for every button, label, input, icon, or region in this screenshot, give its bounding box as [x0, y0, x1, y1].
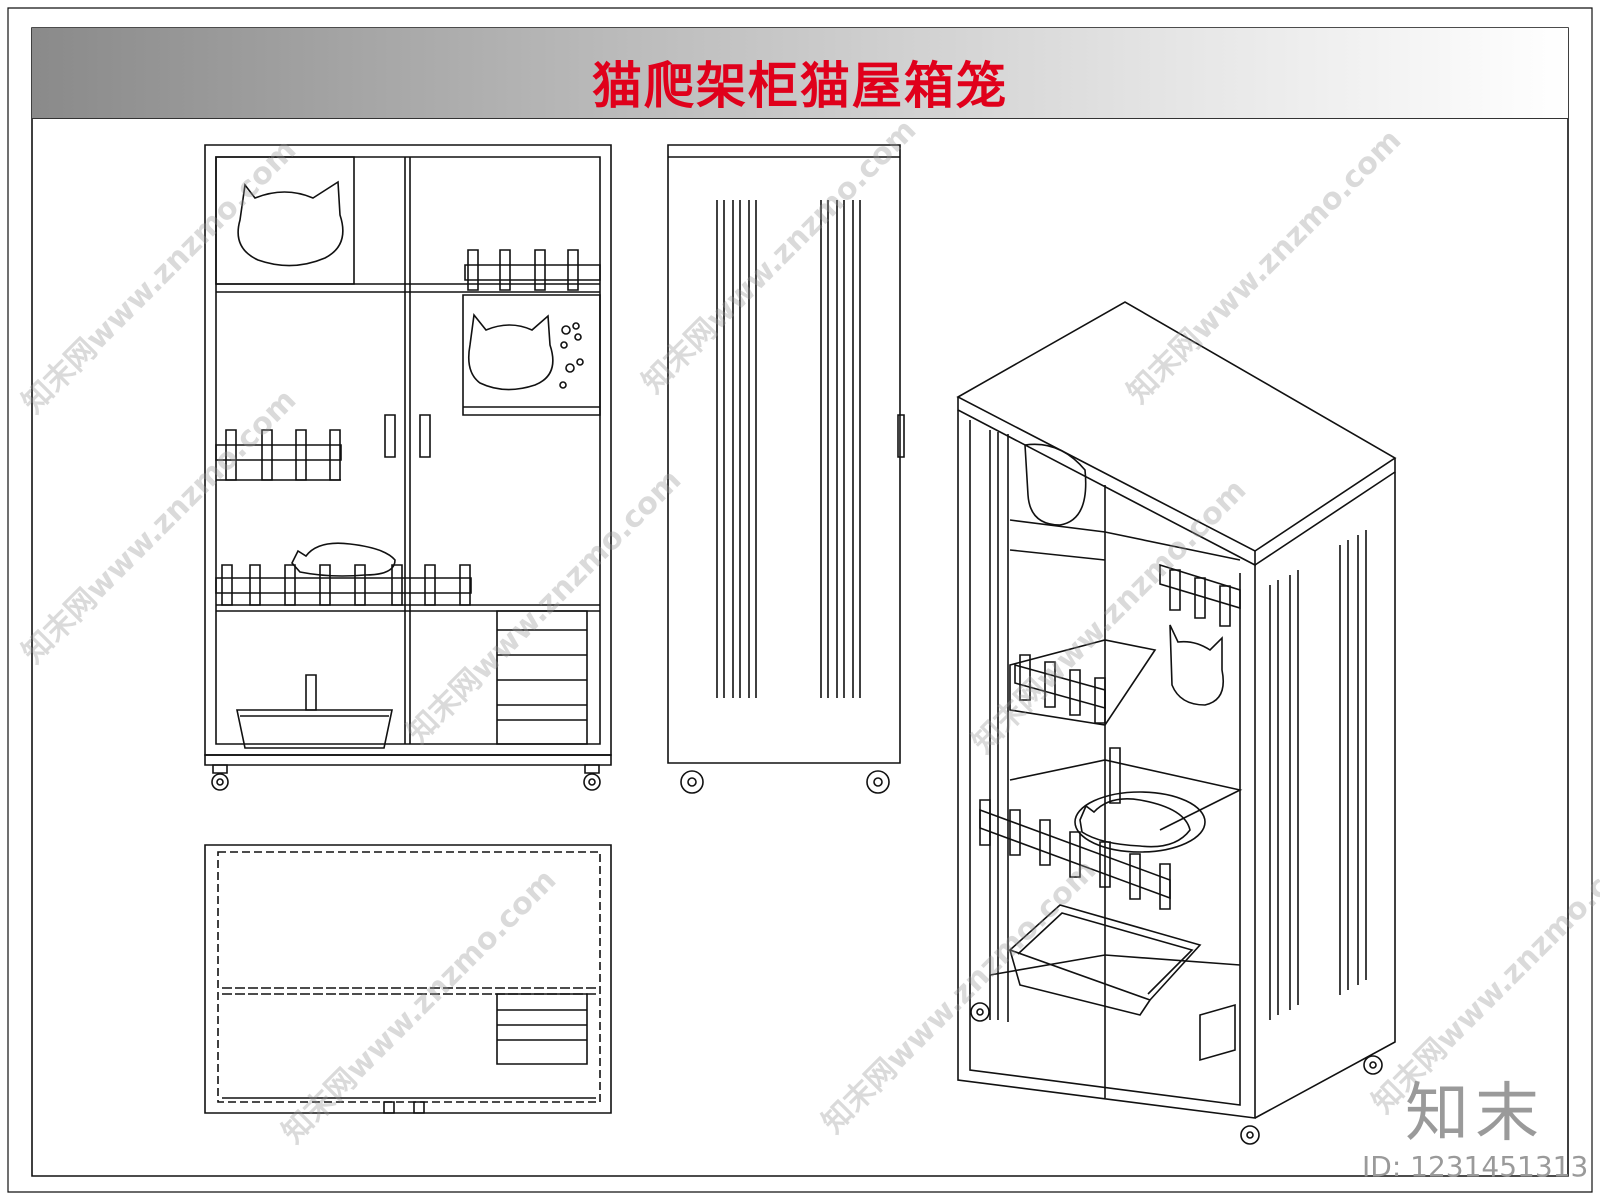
cat-head-icon: [469, 315, 553, 390]
drawer-stack: [497, 611, 587, 744]
brand-logo: 知末: [1405, 1077, 1545, 1151]
caster-wheel-icon: [681, 771, 889, 793]
front-elevation: [205, 145, 611, 790]
isometric-view: [958, 302, 1395, 1144]
ladder-shelf-bottom: [216, 565, 471, 605]
title-bar: 猫爬架柜猫屋箱笼: [32, 28, 1568, 119]
cat-head-icon: [1170, 625, 1223, 705]
side-elevation: [668, 145, 904, 793]
iso-ladder: [1015, 655, 1105, 723]
caster-wheel-icon: [212, 765, 600, 790]
iso-ladder: [1160, 565, 1240, 626]
ladder-shelf-right-top: [465, 250, 600, 290]
plan-view: [205, 845, 611, 1113]
paw-print-icon: [560, 323, 583, 388]
cat-head-icon: [238, 182, 343, 266]
caster-wheel-icon: [971, 1003, 1382, 1144]
ladder-shelf-left-mid: [216, 430, 341, 480]
page-title: 猫爬架柜猫屋箱笼: [592, 57, 1008, 115]
sleeping-cat-icon: [292, 543, 395, 576]
litter-box-icon: [237, 675, 392, 748]
litter-box-icon: [1010, 905, 1200, 1015]
iso-ladder: [980, 748, 1170, 909]
sleeping-cat-icon: [1075, 792, 1205, 852]
outer-border: [8, 8, 1592, 1192]
image-id-label: ID: 1231451313: [1362, 1150, 1589, 1183]
